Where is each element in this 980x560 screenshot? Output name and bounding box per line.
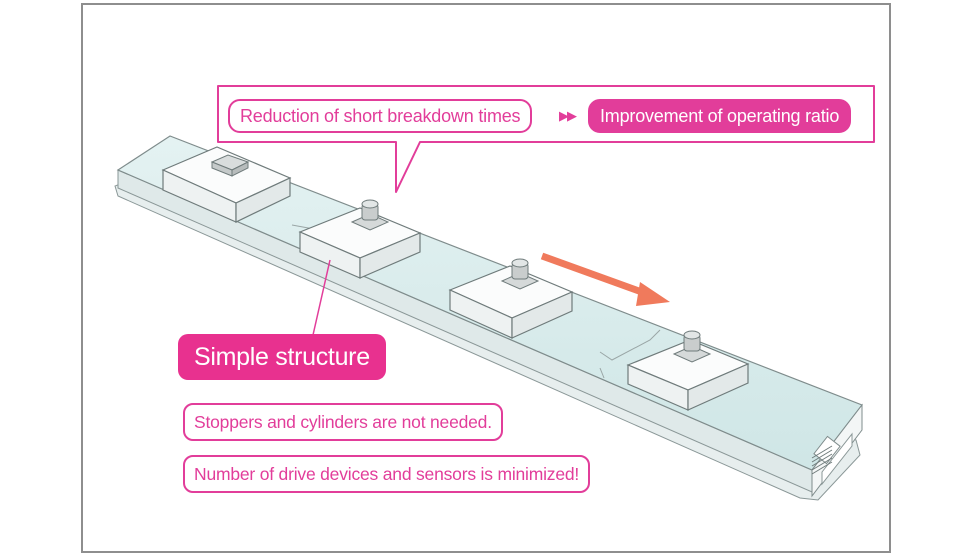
carrier-2 bbox=[298, 199, 422, 279]
double-arrow-icon: ▶▶ bbox=[559, 108, 577, 123]
rail-side bbox=[117, 169, 813, 493]
carrier-3 bbox=[448, 258, 574, 339]
simple-structure-label: Simple structure bbox=[178, 334, 386, 380]
note-no-stoppers: Stoppers and cylinders are not needed. bbox=[183, 403, 503, 441]
leader-line bbox=[312, 259, 331, 336]
effect-pill: Improvement of operating ratio bbox=[588, 99, 852, 133]
carrier-1 bbox=[161, 146, 292, 223]
motion-arrow-icon bbox=[540, 252, 670, 306]
note-minimized-devices: Number of drive devices and sensors is m… bbox=[183, 455, 591, 493]
cause-pill: Reduction of short breakdown times bbox=[228, 99, 533, 133]
rail-end-profile bbox=[811, 403, 863, 498]
carrier-4 bbox=[626, 330, 750, 411]
